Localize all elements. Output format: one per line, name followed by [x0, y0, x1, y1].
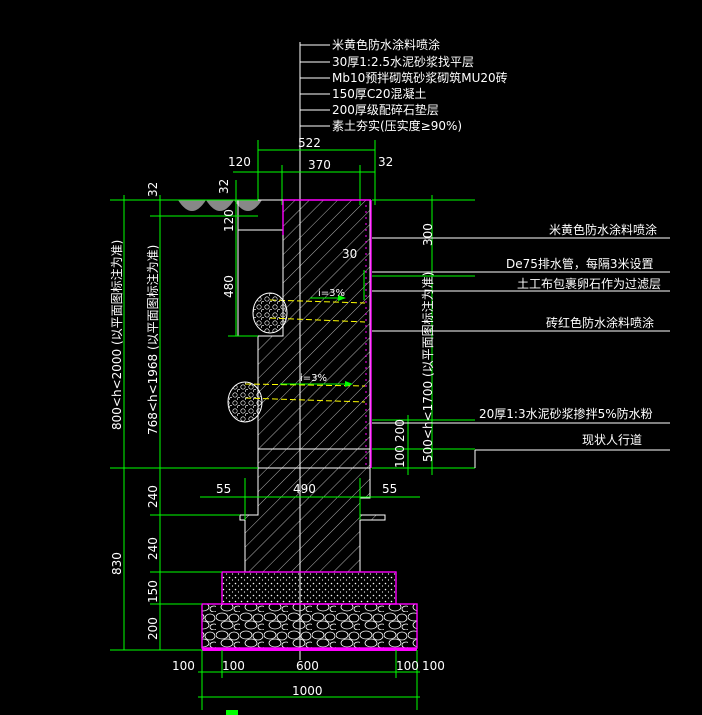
- gravel-base: [201, 603, 418, 649]
- top-layer-callouts: 米黄色防水涂料喷涂 30厚1:2.5水泥砂浆找平层 Mb10预拌砌筑砂浆砌筑MU…: [299, 37, 508, 660]
- dim-32-top: 32: [378, 155, 393, 169]
- top-layer-4: 150厚C20混凝土: [332, 86, 427, 101]
- dim-32-detail: 32: [217, 179, 231, 194]
- dim-120-detail: 120: [222, 209, 236, 232]
- top-layer-5: 200厚级配碎石垫层: [332, 102, 439, 117]
- top-dimensions: 522 120 370 32: [228, 136, 393, 205]
- dim-830: 830: [110, 552, 124, 575]
- dim-outer-h: 800<h<2000 (以平面图标注为准): [109, 240, 124, 430]
- slope-label-upper: i=3%: [318, 288, 345, 299]
- right-notes: 米黄色防水涂料喷涂 De75排水管，每隔3米设置 土工布包裹卵石作为过滤层 砖红…: [372, 222, 670, 468]
- dim-240-a: 240: [146, 485, 160, 508]
- concrete-base: [221, 571, 397, 605]
- dim-55-right: 55: [382, 482, 397, 496]
- note-mortar: 20厚1:3水泥砂浆掺拌5%防水粉: [479, 406, 653, 421]
- dim-55-left: 55: [216, 482, 231, 496]
- dim-370: 370: [308, 158, 331, 172]
- dim-100-outer-left: 100: [172, 659, 195, 673]
- footing-dimensions: 55 490 55: [200, 478, 420, 520]
- dim-120-top: 120: [228, 155, 251, 169]
- note-sidewalk: 现状人行道: [582, 433, 642, 447]
- dim-30: 30: [342, 247, 357, 261]
- dim-200-left: 200: [146, 617, 160, 640]
- dim-right-200: 200: [393, 419, 407, 442]
- wall-body: [237, 199, 386, 573]
- dim-490: 490: [293, 482, 316, 496]
- dim-1000: 1000: [292, 684, 323, 698]
- dim-inner-h: 768<h<1968 (以平面图标注为准): [145, 245, 160, 435]
- dim-100-outer-right: 100: [422, 659, 445, 673]
- foundation: [201, 571, 418, 651]
- slope-label-lower: i=3%: [300, 373, 327, 384]
- dim-240-b: 240: [146, 537, 160, 560]
- top-layer-1: 米黄色防水涂料喷涂: [332, 37, 440, 52]
- top-layer-6: 素土夯实(压实度≥90%): [332, 118, 462, 133]
- filter-stone-lower: [227, 381, 263, 423]
- dim-right-500-1700: 500<h<1700 (以平面图标注为准): [420, 272, 435, 462]
- right-dimensions: 300 500<h<1700 (以平面图标注为准) 200 100 30: [342, 195, 475, 475]
- drain-pipes: i=3% i=3%: [227, 288, 366, 423]
- note-geotextile: 土工布包裹卵石作为过滤层: [517, 276, 661, 291]
- dim-600: 600: [296, 659, 319, 673]
- dim-right-100: 100: [393, 445, 407, 468]
- top-layer-2: 30厚1:2.5水泥砂浆找平层: [332, 54, 474, 69]
- dim-522: 522: [298, 136, 321, 150]
- note-brick-red-coating: 砖红色防水涂料喷涂: [546, 315, 654, 330]
- note-beige-coating: 米黄色防水涂料喷涂: [549, 222, 657, 237]
- dim-150: 150: [146, 580, 160, 603]
- note-drain-pipe: De75排水管，每隔3米设置: [506, 256, 654, 271]
- dim-480: 480: [222, 275, 236, 298]
- dim-right-300: 300: [421, 223, 435, 246]
- dim-100-right: 100: [396, 659, 419, 673]
- filter-stone-upper: [252, 292, 288, 334]
- left-dimensions: 800<h<2000 (以平面图标注为准) 830 32 768<h<1968 …: [109, 179, 258, 651]
- top-layer-3: Mb10预拌砌筑砂浆砌筑MU20砖: [332, 70, 508, 85]
- dim-32-left: 32: [146, 182, 160, 197]
- dim-100-left: 100: [222, 659, 245, 673]
- bottom-dimensions: 100 100 600 100 100 1000: [172, 650, 445, 715]
